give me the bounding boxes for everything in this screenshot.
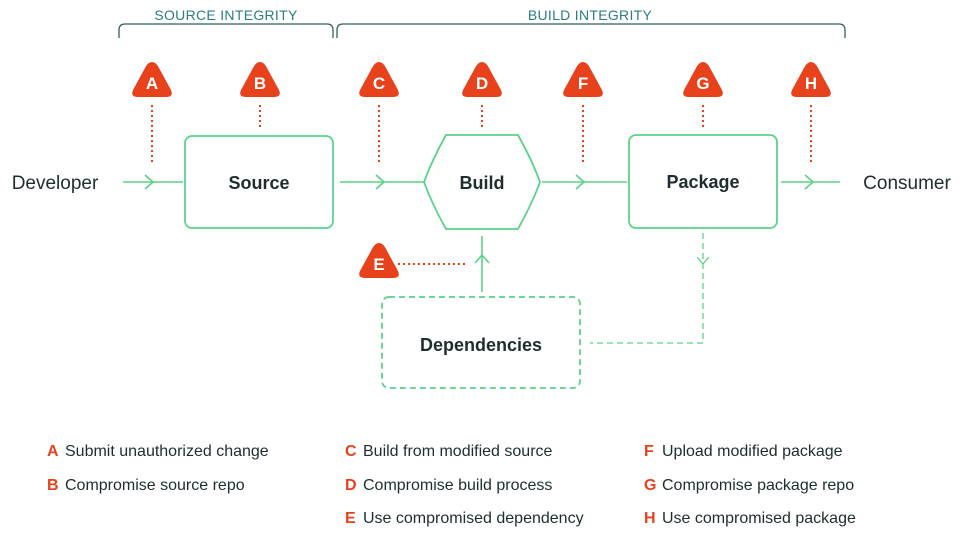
threat-marker-g: G [683, 62, 723, 97]
package-feedback-flow [590, 233, 710, 344]
build-node: Build [423, 134, 541, 230]
build-integrity-bracket [336, 23, 846, 38]
dependencies-label: Dependencies [420, 335, 542, 355]
legend-text: Build from modified source [363, 443, 553, 460]
threat-marker-h: H [791, 62, 831, 97]
package-label: Package [666, 172, 739, 192]
legend-text: Compromise package repo [662, 477, 855, 494]
threat-marker-letter: H [805, 74, 817, 93]
legend-text: Upload modified package [662, 443, 843, 460]
threat-markers: A B C D E F G H [132, 62, 831, 278]
source-integrity-group: SOURCE INTEGRITY [118, 7, 334, 38]
developer-label: Developer [12, 173, 99, 194]
warning-triangle-icon [563, 62, 603, 97]
source-integrity-label: SOURCE INTEGRITY [154, 7, 298, 23]
arrowhead-icon [474, 253, 490, 264]
warning-triangle-icon [240, 62, 280, 97]
legend-letter: B [47, 477, 59, 494]
legend-letter: D [345, 477, 357, 494]
threat-marker-a: A [132, 62, 172, 97]
legend-item-g: G Compromise package repo [644, 476, 854, 496]
legend-item-e: E Use compromised dependency [345, 509, 584, 529]
warning-triangle-icon [683, 62, 723, 97]
legend-text: Use compromised dependency [363, 510, 584, 527]
arrowhead-icon [696, 256, 710, 265]
legend-text: Submit unauthorized change [65, 443, 269, 460]
legend-item-d: D Compromise build process [345, 476, 552, 496]
threat-marker-letter: C [373, 74, 385, 93]
legend-item-b: B Compromise source repo [47, 476, 245, 496]
warning-triangle-icon [132, 62, 172, 97]
legend-letter: A [47, 443, 59, 460]
arrowhead-icon [575, 174, 586, 190]
threat-marker-d: D [462, 62, 502, 97]
dependencies-box [381, 296, 581, 389]
flow-package-to-dependencies [590, 233, 704, 344]
legend-letter: E [345, 510, 356, 527]
threat-marker-c: C [359, 62, 399, 97]
arrowhead-icon [804, 174, 815, 190]
package-node: Package [628, 134, 778, 229]
threat-connectors [151, 105, 812, 265]
arrowhead-icon [375, 174, 386, 190]
threat-marker-f: F [563, 62, 603, 97]
threat-marker-letter: B [254, 74, 266, 93]
source-label: Source [228, 173, 289, 193]
flow-arrows [123, 174, 840, 292]
threat-marker-letter: A [146, 74, 158, 93]
build-integrity-label: BUILD INTEGRITY [528, 7, 653, 23]
warning-triangle-icon [359, 62, 399, 97]
legend-letter: C [345, 443, 357, 460]
threat-marker-b: B [240, 62, 280, 97]
legend-letter: H [644, 510, 656, 527]
package-box [628, 134, 778, 229]
source-integrity-bracket [118, 23, 334, 38]
legend-text: Compromise build process [363, 477, 553, 494]
source-box [184, 135, 334, 229]
threat-marker-letter: G [696, 74, 709, 93]
legend-text: Use compromised package [662, 510, 856, 527]
build-integrity-group: BUILD INTEGRITY [336, 7, 846, 38]
build-shape [423, 134, 541, 230]
warning-triangle-icon [462, 62, 502, 97]
build-label: Build [460, 173, 505, 193]
legend-item-a: A Submit unauthorized change [47, 442, 269, 462]
legend-item-f: F Upload modified package [644, 442, 843, 462]
warning-triangle-icon [359, 243, 399, 278]
threat-marker-letter: E [373, 255, 384, 274]
threat-marker-letter: F [578, 74, 588, 93]
dependencies-node: Dependencies [381, 296, 581, 389]
consumer-label: Consumer [863, 173, 951, 194]
legend-letter: G [644, 477, 657, 494]
legend-item-c: C Build from modified source [345, 442, 552, 462]
threat-marker-letter: D [476, 74, 488, 93]
legend-text: Compromise source repo [65, 477, 245, 494]
legend-letter: F [644, 443, 654, 460]
warning-triangle-icon [791, 62, 831, 97]
threat-marker-e: E [359, 243, 399, 278]
source-node: Source [184, 135, 334, 229]
legend-item-h: H Use compromised package [644, 509, 856, 529]
arrowhead-icon [144, 174, 155, 190]
